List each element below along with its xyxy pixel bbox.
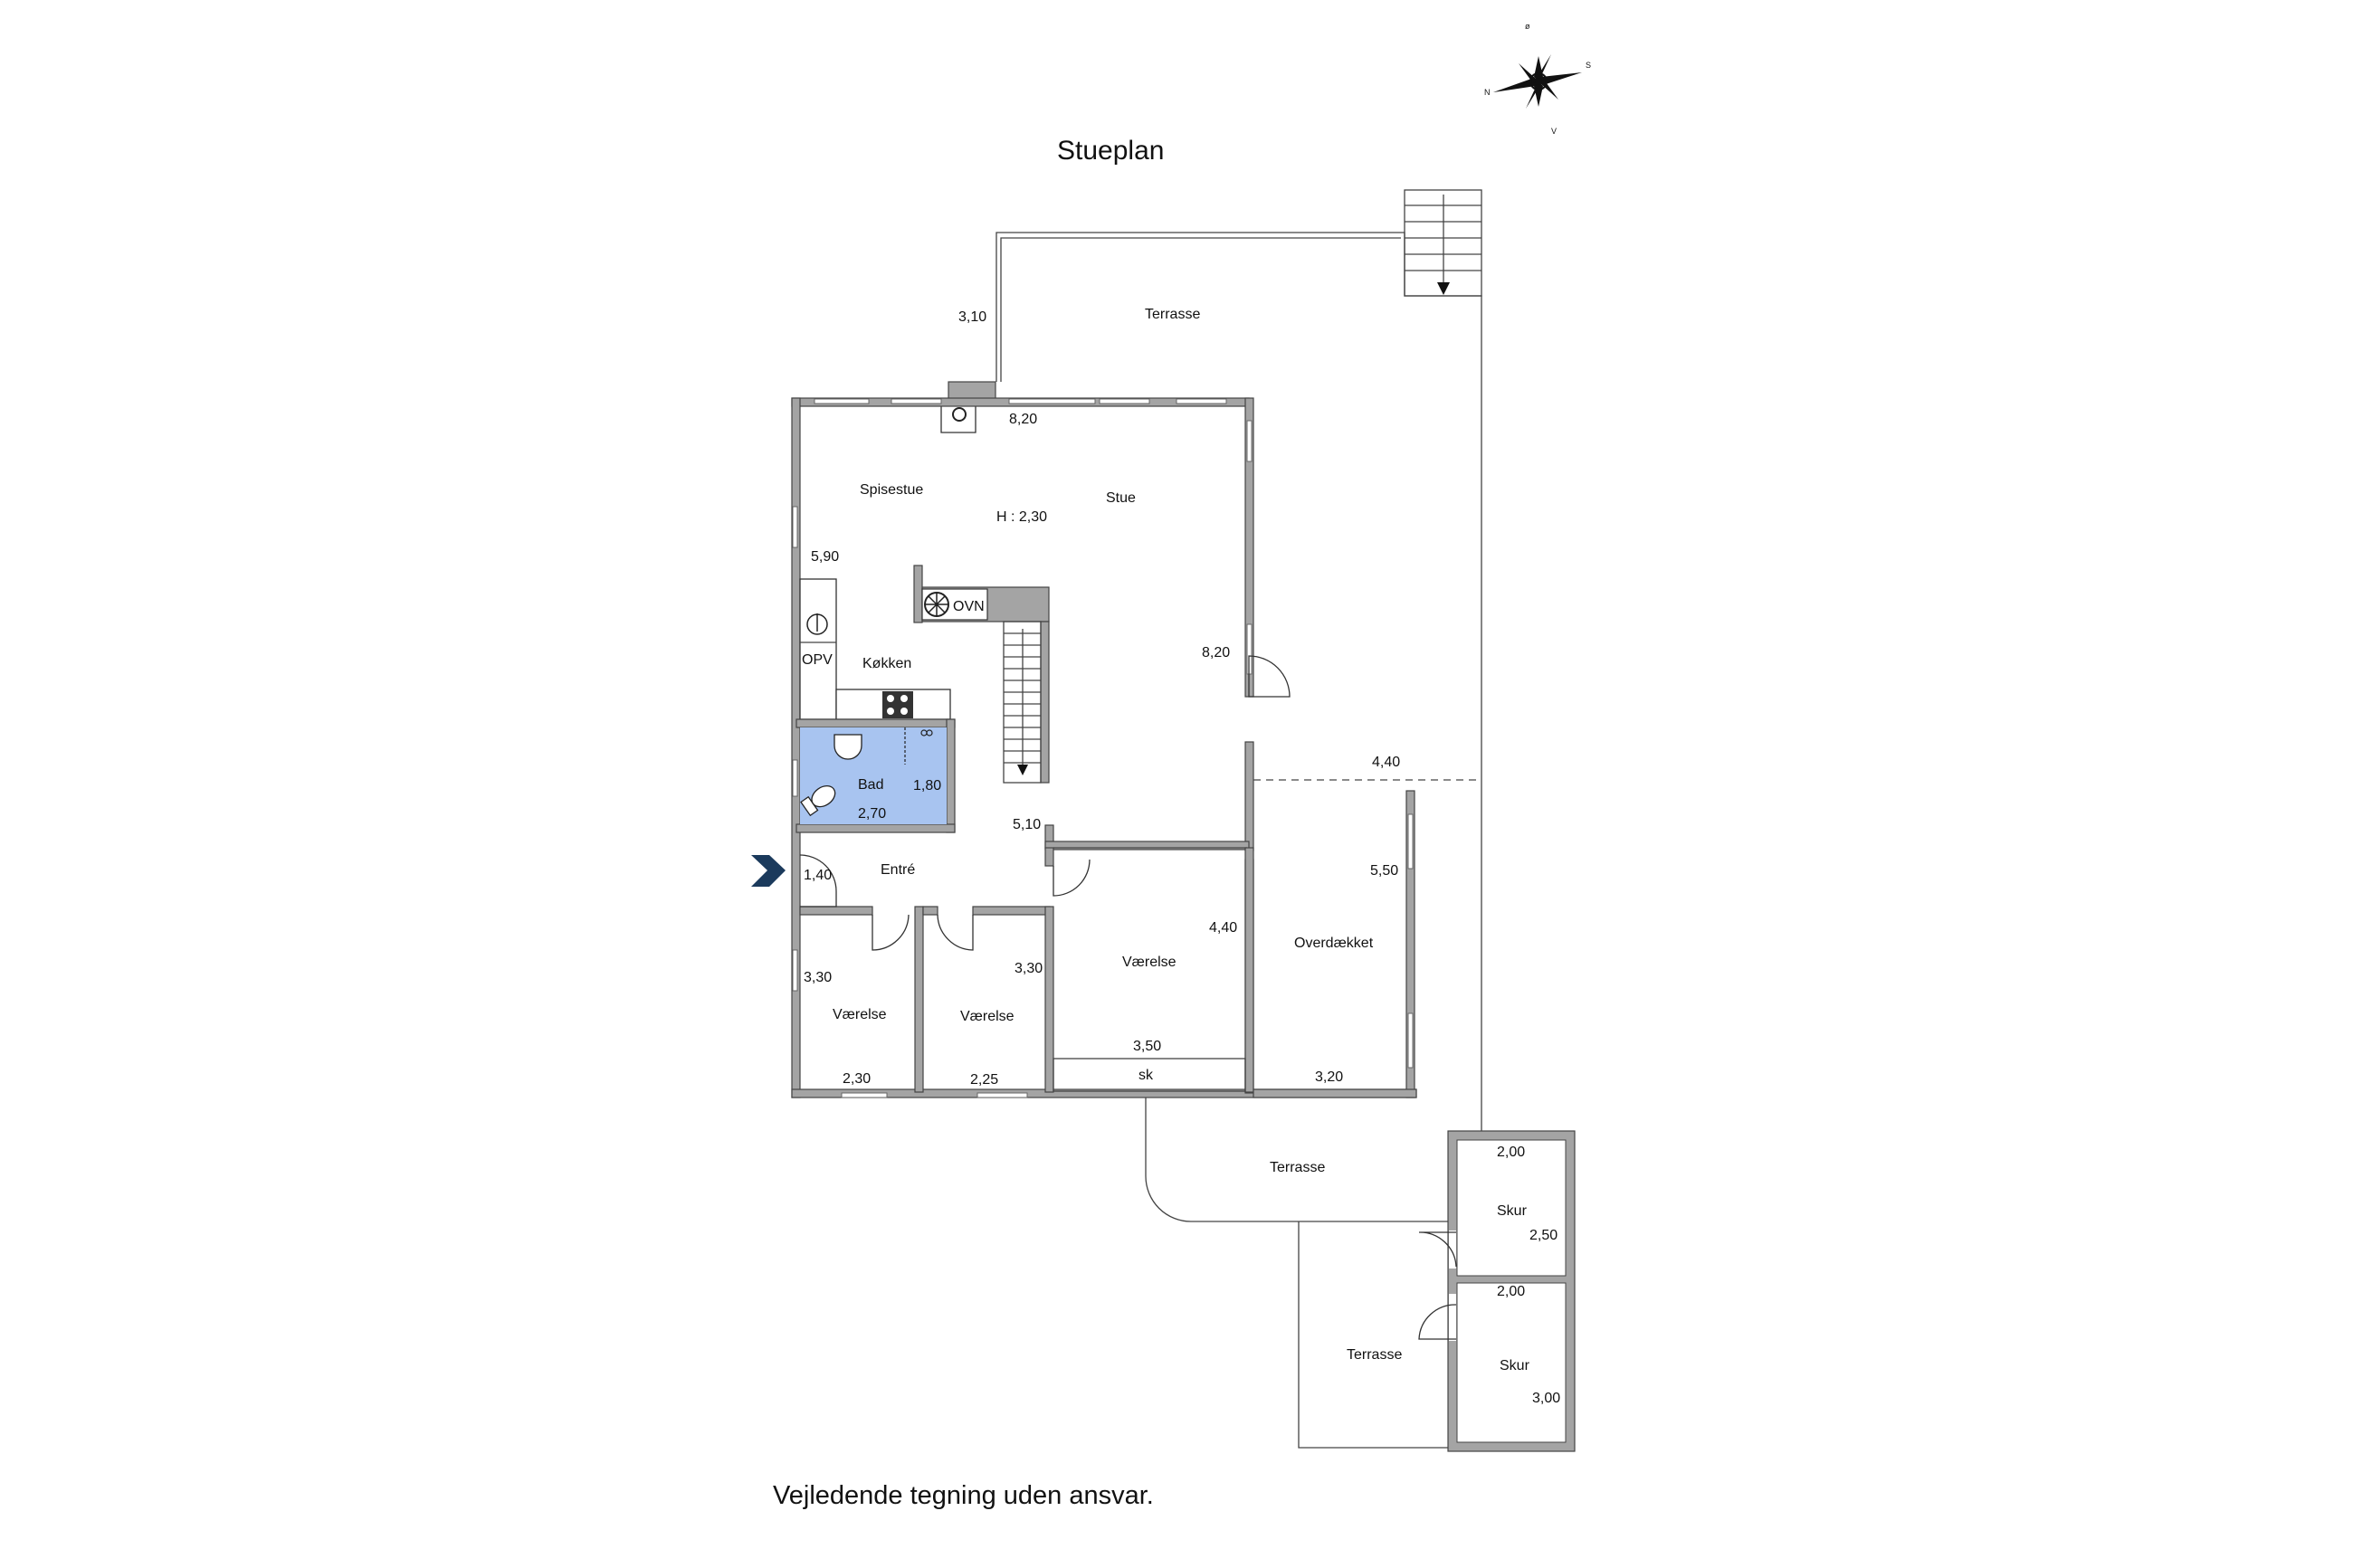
room-label-shed-1: Skur (1497, 1203, 1528, 1219)
compass-label-oe: ø (1525, 22, 1530, 31)
kitchen-counter-left (799, 578, 837, 720)
room-label-bedroom-2: Værelse (960, 1009, 1015, 1024)
dim-bedroom-3-depth: 4,40 (1209, 920, 1237, 936)
closet (1053, 1058, 1246, 1092)
dim-bedroom-3-width: 3,50 (1133, 1039, 1161, 1054)
toilet-icon (800, 784, 836, 817)
dim-covered-width: 4,40 (1372, 755, 1400, 770)
bathroom (795, 718, 956, 833)
dim-shed-2-depth: 3,00 (1532, 1391, 1560, 1406)
dim-terrace-depth: 3,10 (958, 309, 986, 325)
basin-icon (834, 734, 862, 760)
room-label-dining: Spisestue (860, 482, 923, 498)
compass-label-s: S (1586, 61, 1591, 70)
page-title: Stueplan (1057, 136, 1164, 166)
shower-icon (904, 727, 933, 765)
room-label-terrace-bottom: Terrasse (1347, 1347, 1402, 1363)
dim-bedroom-1-depth: 3,30 (804, 970, 832, 985)
sheds (1418, 1130, 1576, 1452)
bathroom-floor (800, 727, 947, 824)
dim-hall-width: 5,10 (1013, 817, 1041, 832)
room-label-kitchen: Køkken (862, 656, 911, 671)
ceiling-height-label: H : 2,30 (996, 509, 1047, 525)
dim-shed-2-width: 2,00 (1497, 1284, 1525, 1299)
room-label-closet: sk (1138, 1068, 1154, 1083)
stair-arrow-icon (1437, 282, 1450, 295)
dim-covered-width-2: 3,20 (1315, 1069, 1343, 1085)
room-label-bedroom-1: Værelse (833, 1007, 887, 1022)
room-label-living: Stue (1106, 490, 1136, 506)
dishwasher-label: OPV (802, 652, 833, 668)
bedroom-walls (799, 847, 1254, 1093)
dim-kitchen-depth: 5,90 (811, 549, 839, 565)
oven-label: OVN (953, 599, 985, 614)
room-label-shed-2: Skur (1500, 1358, 1530, 1373)
terrace-stair (1404, 189, 1482, 297)
dim-covered-depth: 5,50 (1370, 863, 1398, 879)
compass-label-n: N (1484, 88, 1491, 97)
kitchen-counters (799, 578, 951, 720)
cooktop-icon (882, 691, 913, 718)
entrance-arrow-icon (751, 855, 786, 887)
dim-bedroom-1-width: 2,30 (843, 1071, 871, 1087)
core-walls (913, 565, 1050, 784)
dim-bedroom-2-width: 2,25 (970, 1072, 998, 1088)
interior-stair (1003, 621, 1042, 784)
room-label-entry: Entré (881, 862, 915, 878)
doors (799, 655, 1291, 951)
dim-bath-width: 2,70 (858, 806, 886, 822)
room-label-bedroom-3: Værelse (1122, 955, 1176, 970)
room-label-covered: Overdækket (1294, 936, 1374, 951)
dim-bath-depth: 1,80 (913, 778, 941, 794)
dim-entry-width: 1,40 (804, 868, 832, 883)
terrace-bottom-outline (1145, 1098, 1451, 1449)
dim-shed-1-width: 2,00 (1497, 1145, 1525, 1160)
room-label-terrace-top: Terrasse (1145, 307, 1200, 322)
fan-icon (924, 592, 949, 617)
room-label-bath: Bad (858, 777, 883, 793)
room-label-terrace-mid: Terrasse (1270, 1160, 1325, 1175)
dim-living-width: 8,20 (1009, 412, 1037, 427)
dim-bedroom-2-depth: 3,30 (1015, 961, 1043, 976)
covered-area (1253, 779, 1481, 1098)
dim-shed-1-depth: 2,50 (1529, 1228, 1558, 1243)
dim-living-depth: 8,20 (1202, 645, 1230, 660)
disclaimer-text: Vejledende tegning uden ansvar. (773, 1481, 1154, 1510)
stair-arrow-icon (1017, 765, 1028, 775)
compass-icon: ø S N V (1484, 22, 1591, 136)
sink-icon (806, 613, 828, 635)
compass-label-v: V (1551, 127, 1557, 136)
